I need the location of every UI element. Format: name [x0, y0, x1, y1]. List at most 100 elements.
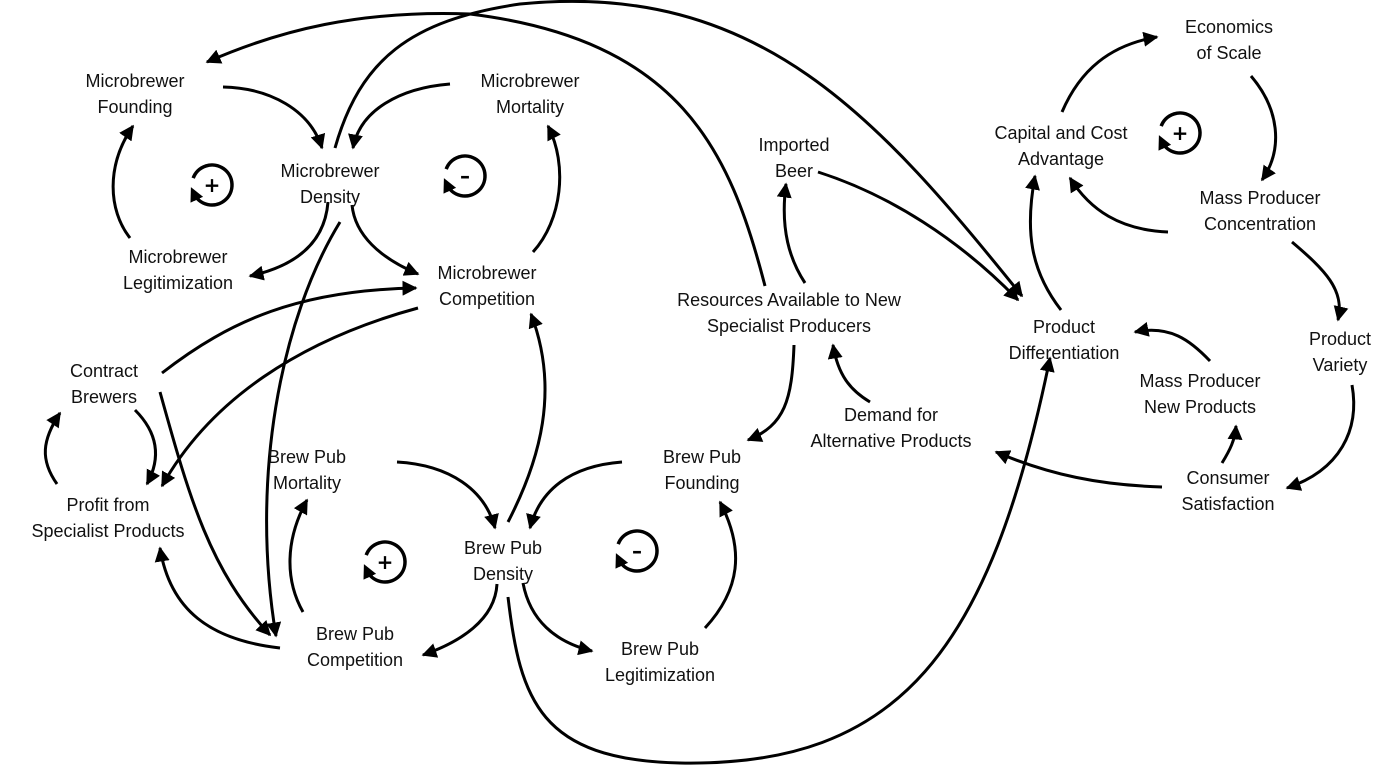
- loop-polarity-label: +: [204, 173, 221, 197]
- link-bp-density-to-product-diff: [506, 356, 1055, 765]
- loop-polarity-label: +: [1172, 121, 1189, 145]
- node-label-line: Mortality: [272, 473, 342, 493]
- reinforcing-loop-icon: +: [363, 540, 407, 584]
- link-bp-density-to-bp-legit: [521, 582, 594, 656]
- link-bp-competition-to-bp-mortality: [288, 498, 309, 613]
- node-label-line: Microbrewer: [480, 71, 580, 91]
- node-label-line: Founding: [664, 473, 740, 493]
- link-bp-density-to-mb-competition: [506, 312, 547, 523]
- node-label-line: Consumer: [1186, 468, 1270, 488]
- link-mb-competition-to-mb-mortality: [531, 124, 562, 254]
- link-resources-to-bp-founding: [746, 344, 796, 442]
- node-label-line: Variety: [1312, 355, 1368, 375]
- node-label-line: Specialist Products: [31, 521, 185, 541]
- node-label-line: Alternative Products: [810, 431, 972, 451]
- node-label-line: Competition: [438, 289, 536, 309]
- link-mb-density-to-mb-competition: [350, 204, 420, 276]
- node-label-line: Product: [1308, 329, 1372, 349]
- link-demand-alt-to-resources: [827, 343, 871, 404]
- loop-polarity-label: –: [460, 164, 470, 188]
- link-bp-competition-to-profit-specialist: [154, 546, 281, 650]
- node-label-line: Brew Pub: [463, 538, 543, 558]
- link-mass-concentration-to-product-variety: [1291, 240, 1349, 322]
- node-label-line: Advantage: [1017, 149, 1105, 169]
- node-label-line: Product: [1032, 317, 1096, 337]
- node-label-line: Microbrewer: [85, 71, 185, 91]
- link-bp-density-to-bp-competition: [421, 583, 499, 658]
- links-layer: [43, 0, 1356, 765]
- link-mb-density-to-product-diff: [333, 0, 1024, 298]
- node-label-line: Concentration: [1203, 214, 1317, 234]
- link-economics-scale-to-mass-concentration: [1249, 75, 1278, 182]
- node-label-line: Capital and Cost: [994, 123, 1128, 143]
- node-label-line: Demand for: [843, 405, 939, 425]
- node-label-line: Mass Producer: [1139, 371, 1261, 391]
- node-label-line: Satisfaction: [1181, 494, 1275, 514]
- node-label-line: Density: [299, 187, 361, 207]
- loop-polarity-label: +: [377, 550, 394, 574]
- node-label-line: Economics: [1184, 17, 1274, 37]
- link-contract-brewers-to-profit-specialist: [133, 408, 161, 486]
- link-mb-founding-to-mb-density: [222, 85, 326, 150]
- node-label-line: Brew Pub: [662, 447, 742, 467]
- node-label-line: Beer: [774, 161, 814, 181]
- link-resources-to-mb-founding: [205, 12, 767, 287]
- link-mb-competition-to-profit-specialist: [160, 306, 419, 488]
- link-profit-specialist-to-contract-brewers: [43, 411, 62, 485]
- node-label-line: Microbrewer: [280, 161, 380, 181]
- node-label-line: Mass Producer: [1199, 188, 1321, 208]
- node-label-line: Resources Available to New: [677, 290, 901, 310]
- node-label-line: Founding: [97, 97, 173, 117]
- node-label-line: Differentiation: [1008, 343, 1120, 363]
- link-mb-density-to-bp-competition: [265, 221, 342, 638]
- link-mass-concentration-to-capital-cost: [1068, 176, 1169, 234]
- link-mb-legit-to-mb-founding: [111, 124, 135, 239]
- node-label-line: Microbrewer: [437, 263, 537, 283]
- node-label-line: Brew Pub: [620, 639, 700, 659]
- node-label-line: Density: [472, 564, 534, 584]
- node-label-line: Mortality: [495, 97, 564, 117]
- link-contract-brewers-to-mb-competition: [161, 280, 418, 375]
- reinforcing-loop-icon: +: [190, 163, 234, 207]
- node-label-line: Brew Pub: [315, 624, 395, 644]
- node-label-line: New Products: [1143, 397, 1257, 417]
- node-label-line: Profit from: [66, 495, 150, 515]
- link-imported-beer-to-product-diff: [817, 170, 1020, 302]
- balancing-loop-icon: –: [443, 154, 487, 198]
- link-mass-new-products-to-product-diff: [1133, 322, 1212, 363]
- node-label-line: Contract: [69, 361, 139, 381]
- link-bp-founding-to-bp-density: [526, 460, 623, 530]
- link-consumer-satisfaction-to-demand-alt: [994, 450, 1163, 489]
- balancing-loop-icon: –: [615, 529, 659, 573]
- link-contract-brewers-to-bp-competition: [158, 391, 272, 637]
- link-mb-mortality-to-mb-density: [348, 82, 451, 150]
- link-consumer-satisfaction-to-mass-new-products: [1220, 424, 1243, 464]
- link-capital-cost-to-economics-scale: [1060, 31, 1159, 113]
- link-product-diff-to-capital-cost: [1025, 174, 1063, 311]
- node-label-line: Brew Pub: [267, 447, 347, 467]
- node-label-line: Imported: [758, 135, 830, 155]
- link-product-variety-to-consumer-satisfaction: [1285, 384, 1356, 491]
